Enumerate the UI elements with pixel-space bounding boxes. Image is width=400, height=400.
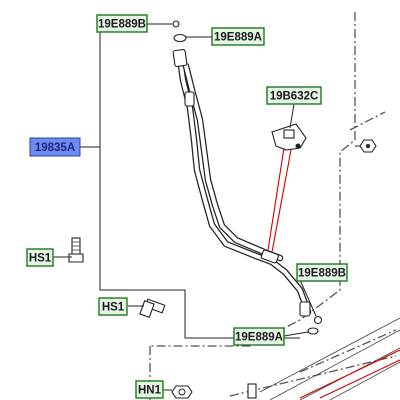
- ac-pipe: [172, 48, 312, 317]
- fitting-part: [247, 383, 257, 399]
- leader-line: [283, 331, 309, 337]
- red-leader-line: [267, 147, 285, 251]
- assembly-frame: [99, 14, 300, 339]
- nut-hn1: [171, 385, 193, 399]
- callout-label: HS1: [102, 302, 125, 314]
- callout-o-ring-top-right[interactable]: 19E889A: [211, 27, 265, 46]
- callout-bolt-hs1-upper[interactable]: HS1: [26, 248, 54, 267]
- callout-o-ring-bottom-right[interactable]: 19E889B: [296, 263, 348, 282]
- callout-label: HN1: [138, 385, 162, 397]
- callout-label: 19E889A: [235, 332, 283, 344]
- dashed-reference-line: [349, 111, 386, 131]
- leader-line: [289, 103, 295, 129]
- red-leader-line: [271, 149, 292, 253]
- callout-label: 19E889B: [98, 19, 146, 31]
- o-ring-top-left: [172, 20, 180, 28]
- red-reference-line: [299, 349, 400, 399]
- bolt-hs1-upper: [68, 237, 84, 263]
- o-ring-top-right: [173, 33, 187, 43]
- leader-line: [299, 279, 317, 317]
- callout-label: 19835A: [35, 142, 75, 154]
- bolt-hs1-lower: [139, 298, 166, 318]
- o-ring-bottom-right: [313, 315, 323, 325]
- callout-label: 19B632C: [270, 91, 319, 103]
- callout-bracket[interactable]: 19B632C: [266, 86, 322, 105]
- dashed-reference-line: [150, 12, 356, 347]
- callout-label: HS1: [29, 253, 52, 265]
- callout-label: 19E889A: [214, 32, 262, 44]
- callout-label: 19E889B: [298, 268, 346, 280]
- callout-bolt-hs1-lower[interactable]: HS1: [98, 297, 128, 316]
- callout-nut-hn1[interactable]: HN1: [135, 380, 164, 399]
- callout-o-ring-top-left[interactable]: 19E889B: [96, 14, 148, 33]
- o-ring-bottom: [307, 327, 319, 335]
- nut-part: [359, 139, 377, 153]
- red-reference-line: [319, 359, 400, 399]
- bracket-part: [271, 123, 307, 151]
- callout-main-pipe[interactable]: 19835A: [29, 137, 81, 157]
- dashed-reference-line: [299, 329, 397, 373]
- dashed-reference-line: [229, 355, 397, 397]
- callout-o-ring-bottom[interactable]: 19E889A: [233, 327, 285, 346]
